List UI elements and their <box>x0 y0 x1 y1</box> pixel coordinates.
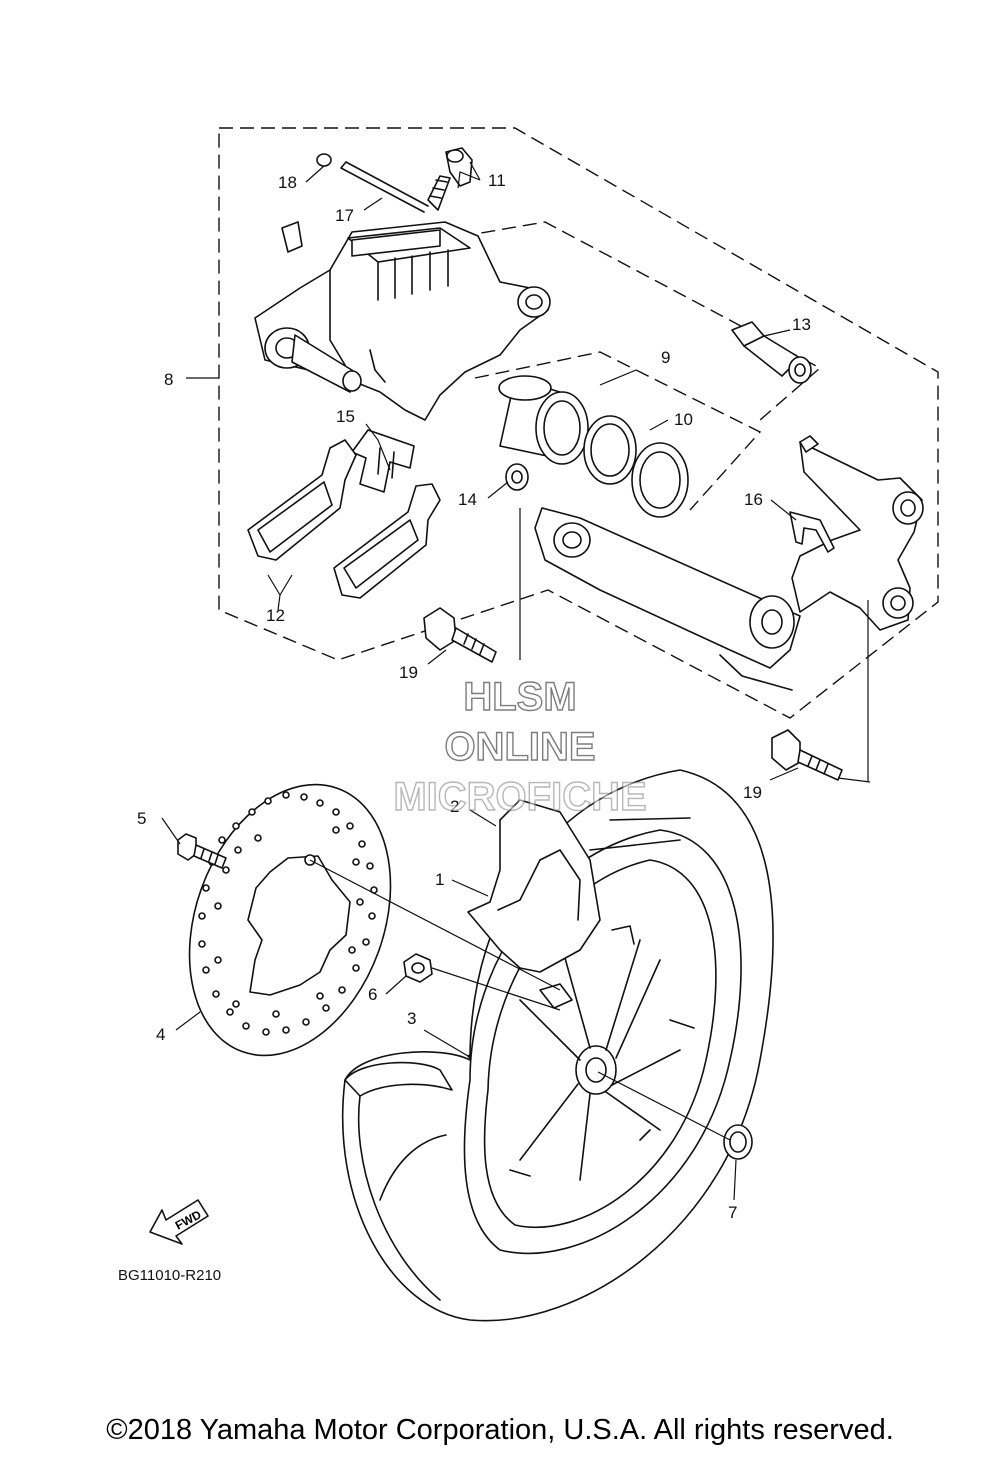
callout-12: 12 <box>266 606 285 625</box>
watermark-line-1: HLSM <box>463 675 576 719</box>
wheel-mount-guard <box>467 799 691 973</box>
callout-10: 10 <box>674 410 693 429</box>
leader-lines <box>161 161 871 1201</box>
callout-5: 5 <box>137 809 146 828</box>
pad-spring <box>351 429 415 493</box>
forward-direction-arrow: FWD <box>149 1199 209 1245</box>
oil-seal <box>723 1124 753 1160</box>
callout-16: 16 <box>744 490 763 509</box>
callout-7: 7 <box>728 1203 737 1222</box>
piston-seal-set <box>583 415 689 518</box>
callout-19-upper: 19 <box>399 663 418 682</box>
brake-caliper-body <box>254 221 551 421</box>
caliper-bushing <box>505 463 529 491</box>
caliper-bracket <box>534 435 924 691</box>
caliper-assembly-outline <box>218 127 939 719</box>
watermark-line-2: ONLINE <box>444 725 595 769</box>
callout-1: 1 <box>435 870 444 889</box>
copyright-notice: ©2018 Yamaha Motor Corporation, U.S.A. A… <box>106 1414 894 1446</box>
watermark-line-3: MICROFICHE <box>393 775 646 819</box>
disc-vent-holes <box>198 791 378 1036</box>
caliper-bolt-13 <box>731 321 812 384</box>
brake-disc <box>188 783 392 1057</box>
caliper-bolt-19a <box>423 607 497 663</box>
callout-17: 17 <box>335 206 354 225</box>
callout-9: 9 <box>661 348 670 367</box>
caliper-piston <box>498 375 589 465</box>
watermark: HLSM ONLINE MICROFICHE <box>393 674 648 819</box>
callout-19-lower: 19 <box>743 783 762 802</box>
brake-pad-kit <box>247 439 441 599</box>
callout-numbers: 1 2 3 4 5 6 7 8 9 10 11 12 13 14 15 16 1… <box>137 171 811 1222</box>
diagram-code: BG11010-R210 <box>118 1267 221 1284</box>
callout-13: 13 <box>792 315 811 334</box>
callout-3: 3 <box>407 1009 416 1028</box>
callout-4: 4 <box>156 1025 165 1044</box>
callout-14: 14 <box>458 490 477 509</box>
disc-bolt <box>177 833 227 869</box>
callout-18: 18 <box>278 173 297 192</box>
caliper-bolt-19b <box>771 729 843 781</box>
rear-wheel <box>341 769 774 1322</box>
disc-nut <box>403 953 433 983</box>
callout-8: 8 <box>164 370 173 389</box>
callout-15: 15 <box>336 407 355 426</box>
bleed-screw-set <box>316 147 473 213</box>
callout-6: 6 <box>368 985 377 1004</box>
callout-11: 11 <box>488 171 506 190</box>
pad-support <box>789 511 835 553</box>
callout-2: 2 <box>450 797 459 816</box>
